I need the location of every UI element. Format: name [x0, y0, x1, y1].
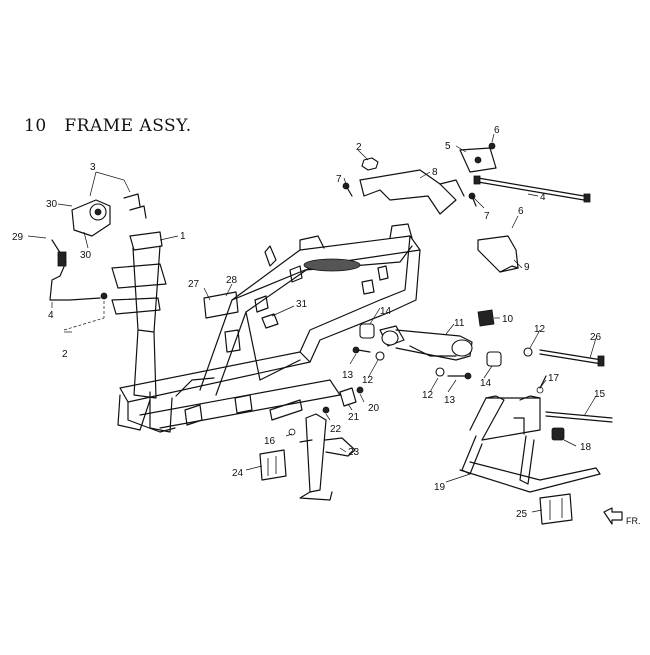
upper-bracket [359, 169, 465, 215]
callout-labels: 1 2 2 3 4 4 5 6 6 7 7 8 9 10 11 12 12 12… [12, 125, 606, 520]
callout-21: 21 [348, 412, 360, 423]
callout-17: 17 [548, 373, 560, 384]
callout-10: 10 [502, 314, 514, 325]
callout-1: 1 [180, 231, 186, 242]
bolt-7-left [342, 182, 353, 197]
callout-4-left: 4 [48, 310, 54, 321]
spring-side [259, 449, 287, 481]
callout-30-bottom: 30 [80, 250, 92, 261]
callout-27: 27 [188, 279, 200, 290]
bolt-20 [356, 386, 364, 394]
bushing-upper [359, 323, 375, 339]
callout-14-upper: 14 [380, 306, 392, 317]
engine-hanger [379, 325, 473, 361]
callout-26: 26 [590, 332, 602, 343]
callout-28: 28 [226, 275, 238, 286]
callout-13-right: 13 [444, 395, 456, 406]
wire-left [49, 239, 108, 301]
diagram-title: 10 FRAME ASSY. [24, 116, 192, 136]
bracket-21 [339, 387, 357, 407]
callout-8: 8 [432, 167, 438, 178]
callout-12-right: 12 [534, 324, 546, 335]
front-arrow-icon [603, 507, 623, 525]
stopper-rubber [551, 427, 565, 441]
callout-25: 25 [516, 509, 528, 520]
callout-7-right: 7 [484, 211, 490, 222]
bolt-7-right [468, 192, 477, 207]
callout-24: 24 [232, 468, 244, 479]
callout-3: 3 [90, 162, 96, 173]
bolt-13-left [352, 346, 371, 354]
cable-right [473, 175, 591, 203]
nut-12-right [435, 367, 445, 377]
bushing-lower [486, 351, 502, 367]
callout-31: 31 [296, 299, 308, 310]
callout-20: 20 [368, 403, 380, 414]
top-right-bracket [459, 142, 497, 173]
stand-shaft [545, 411, 613, 423]
callout-2-left: 2 [62, 349, 68, 360]
nut-12-left [375, 351, 385, 361]
clamp [261, 313, 279, 329]
callout-23: 23 [348, 447, 360, 458]
leader-lines [27, 133, 597, 513]
callout-12-low: 12 [422, 390, 434, 401]
long-bolt [523, 347, 605, 367]
rubber-mount [477, 309, 495, 327]
callout-22: 22 [330, 424, 342, 435]
callout-29: 29 [12, 232, 24, 243]
callout-6-right: 6 [518, 206, 524, 217]
vin-plate [203, 291, 239, 319]
callout-5: 5 [445, 141, 451, 152]
callout-4-right: 4 [540, 192, 546, 203]
spring-center [539, 493, 573, 525]
callout-30-top: 30 [46, 199, 58, 210]
callout-13-left: 13 [342, 370, 354, 381]
main-frame [111, 223, 421, 433]
nut-top [361, 157, 379, 171]
rear-bracket [477, 235, 519, 273]
callout-16: 16 [264, 436, 276, 447]
callout-6-top: 6 [494, 125, 500, 136]
center-stand [459, 395, 601, 493]
callout-9: 9 [524, 262, 530, 273]
callout-18: 18 [580, 442, 592, 453]
ignition-switch [71, 193, 147, 237]
callout-11: 11 [454, 318, 465, 329]
washer-16 [288, 428, 296, 436]
callout-15: 15 [594, 389, 606, 400]
callout-14-lower: 14 [480, 378, 492, 389]
callout-19: 19 [434, 482, 446, 493]
cotter-pin [536, 375, 547, 394]
callout-2-top: 2 [356, 142, 362, 153]
callout-12-mid: 12 [362, 375, 374, 386]
side-stand [299, 413, 356, 501]
callout-7-left: 7 [336, 174, 342, 185]
bolt-13-right [447, 372, 472, 380]
front-marker-label: FR. [626, 516, 641, 526]
bolt-22 [322, 406, 330, 414]
